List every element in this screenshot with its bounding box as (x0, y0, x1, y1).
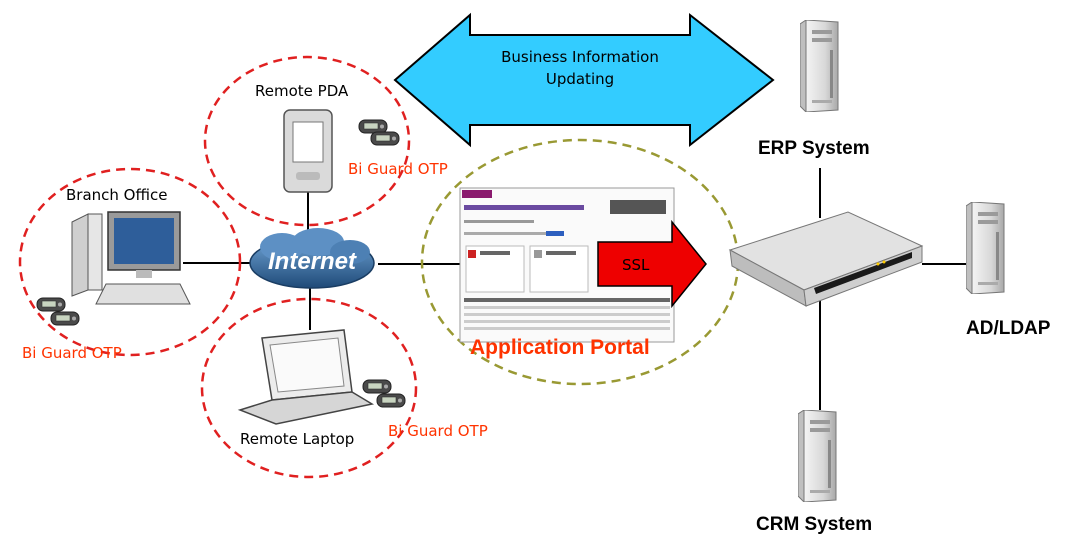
desktop-pc-icon (71, 211, 191, 305)
business-info-arrow (393, 12, 775, 148)
branch-otp-label: Bi Guard OTP (22, 344, 122, 362)
ssl-label: SSL (622, 256, 650, 274)
laptop-otp-label: Bi Guard OTP (388, 422, 488, 440)
application-portal-label: Application Portal (470, 336, 650, 359)
remote-pda-label: Remote PDA (255, 82, 349, 100)
banner-line-2: Updating (545, 70, 615, 88)
pda-otp-label: Bi Guard OTP (348, 160, 448, 178)
business-info-banner: Business Information Updating (470, 46, 690, 90)
branch-office-zone (18, 167, 242, 357)
ad-ldap-label: AD/LDAP (966, 318, 1051, 339)
erp-server-icon (800, 20, 839, 112)
internet-label: Internet (268, 248, 357, 275)
remote-laptop-zone (200, 297, 418, 479)
laptop-icon (237, 329, 375, 425)
connection-lines (183, 168, 966, 410)
banner-line-1: Business Information (501, 48, 659, 66)
vpn-gateway-appliance-icon (728, 211, 924, 307)
remote-laptop-label: Remote Laptop (240, 430, 355, 448)
branch-office-label: Branch Office (66, 186, 168, 204)
crm-system-label: CRM System (756, 514, 873, 535)
adldap-server-icon (966, 202, 1005, 294)
ssl-arrow (597, 219, 707, 309)
pda-icon (283, 109, 333, 193)
otp-token-icon (36, 297, 80, 326)
crm-server-icon (798, 410, 837, 502)
remote-pda-zone (203, 55, 411, 227)
internet-cloud-icon (249, 228, 375, 289)
otp-token-icon (358, 119, 400, 146)
erp-system-label: ERP System (758, 138, 870, 159)
